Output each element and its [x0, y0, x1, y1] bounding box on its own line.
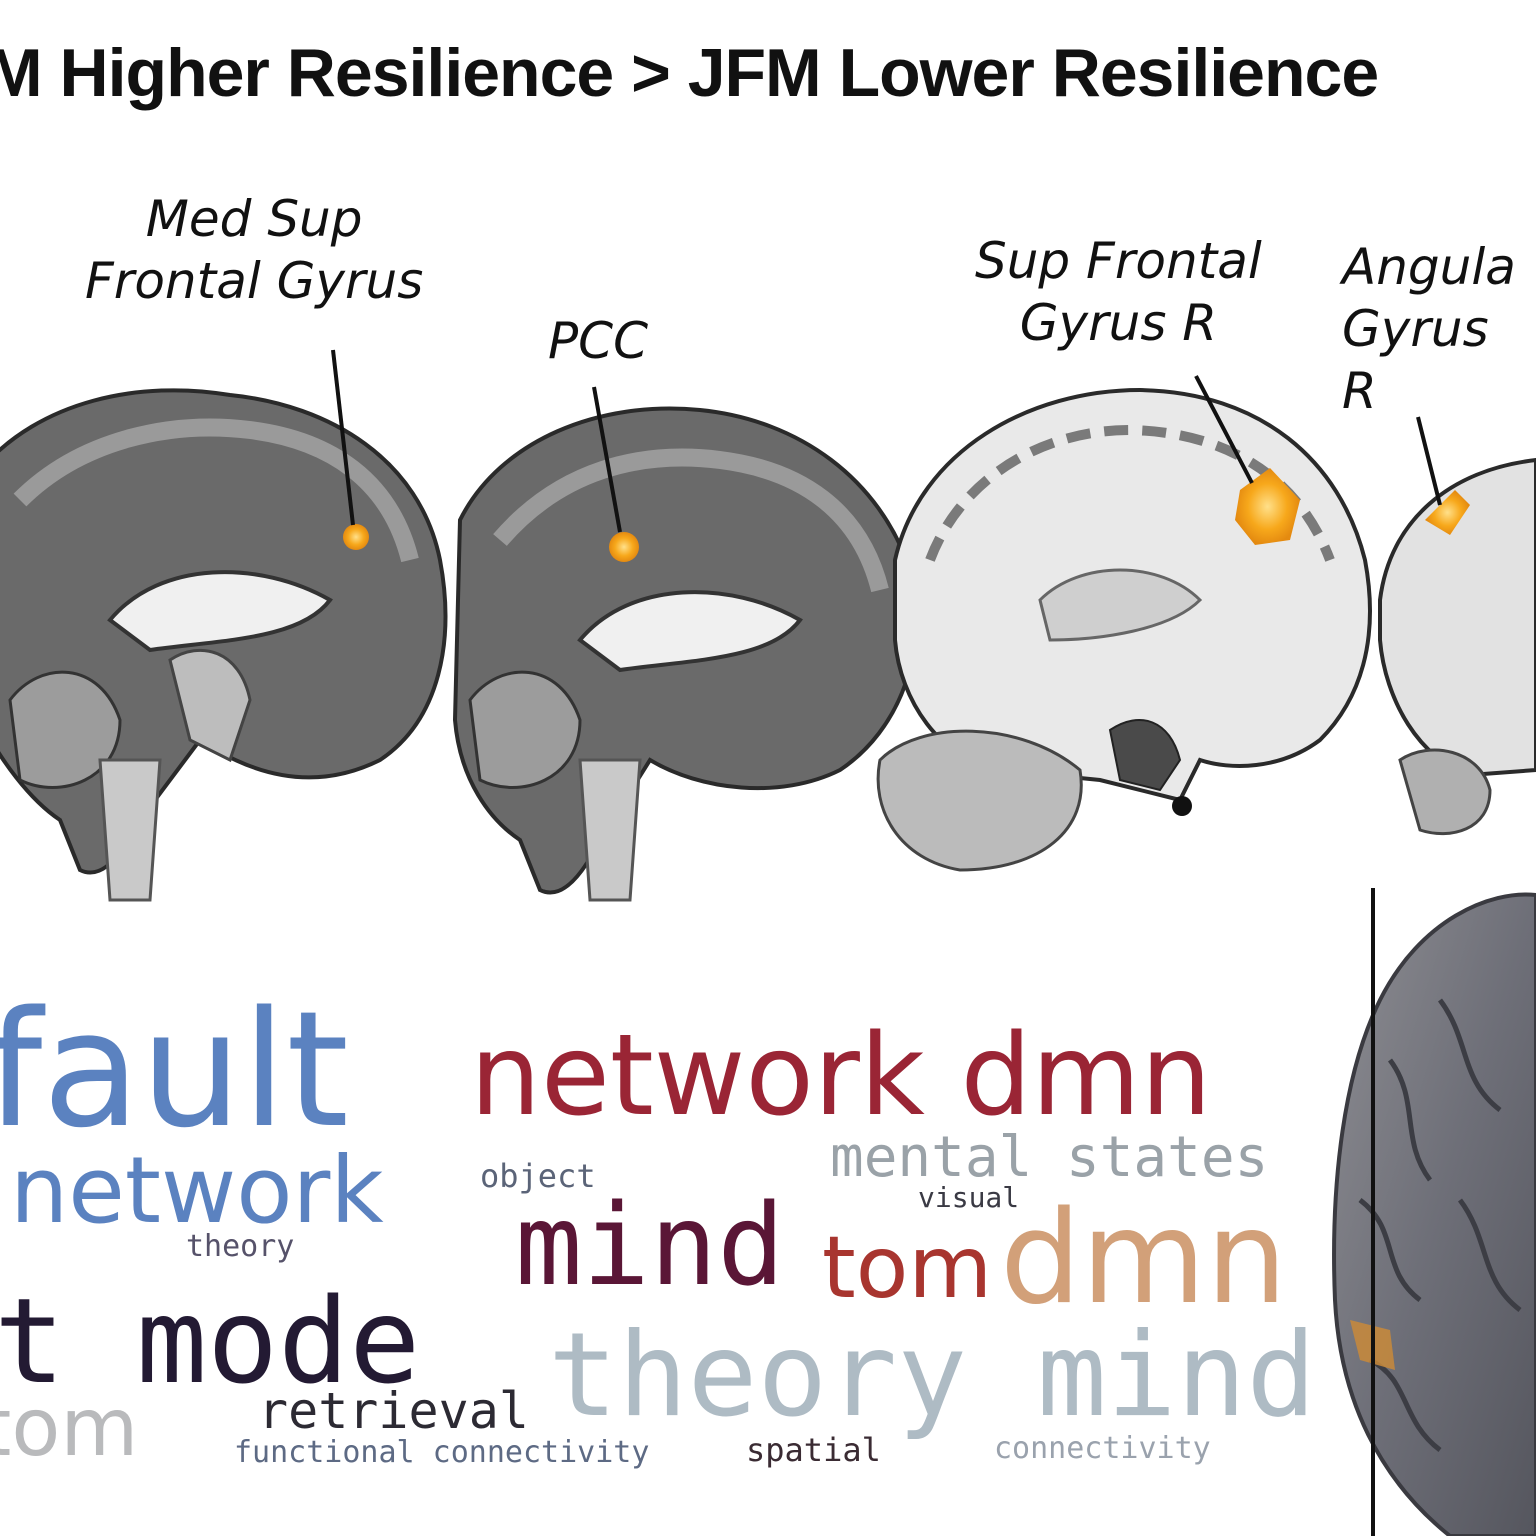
activation-blob-angular-r — [1425, 490, 1470, 535]
word-network-dmn: network dmn — [470, 1011, 1212, 1141]
figure-title: M Higher Resilience > JFM Lower Resilien… — [0, 35, 1379, 111]
word-functional-connectivity: functional connectivity — [234, 1435, 650, 1470]
label-sup-frontal-r: Sup Frontal Gyrus R — [975, 230, 1262, 354]
activation-blob-sup-frontal-r — [1235, 468, 1300, 545]
word-tom-red: tom — [822, 1218, 993, 1318]
sagittal-slice-3 — [876, 387, 1372, 872]
word-theory-mind: theory mind — [548, 1308, 1317, 1443]
sagittal-slice-2 — [452, 406, 919, 902]
sagittal-slice-4 — [1378, 457, 1536, 836]
word-dmn-tan: dmn — [1000, 1184, 1288, 1333]
sagittal-slice-1 — [0, 388, 448, 902]
activation-blob-pcc — [609, 532, 639, 562]
word-fault: fault — [0, 976, 349, 1163]
brain-3d-render — [1332, 888, 1536, 1536]
word-connectivity: connectivity — [994, 1431, 1211, 1466]
marker-dot — [1172, 796, 1192, 816]
word-retrieval: retrieval — [258, 1382, 529, 1440]
label-pcc: PCC — [548, 312, 648, 370]
label-med-sup-frontal: Med Sup Frontal Gyrus — [85, 188, 423, 312]
word-spatial: spatial — [746, 1431, 881, 1469]
word-object: object — [480, 1157, 596, 1195]
label-sup-frontal-r-text: Sup Frontal Gyrus R — [975, 232, 1262, 352]
word-visual: visual — [918, 1181, 1020, 1214]
word-network: network — [10, 1137, 384, 1244]
word-mind: mind — [515, 1181, 785, 1311]
pointer-pcc — [592, 386, 622, 533]
word-theory-small: theory — [186, 1229, 295, 1264]
word-tom-gray: tom — [0, 1381, 139, 1474]
word-t-mode: t mode — [0, 1272, 421, 1410]
pointer-med-sup-frontal — [331, 349, 355, 526]
label-angular-r-text: Angula Gyrus R — [1342, 238, 1516, 420]
word-mental-states: mental states — [830, 1125, 1269, 1190]
pointer-angular-r — [1416, 416, 1442, 506]
label-med-sup-frontal-text: Med Sup Frontal Gyrus — [85, 190, 424, 310]
label-angular-r: Angula Gyrus R — [1342, 236, 1536, 422]
pointer-sup-frontal-r — [1194, 375, 1254, 484]
activation-blob-med-sup-frontal — [343, 524, 369, 550]
